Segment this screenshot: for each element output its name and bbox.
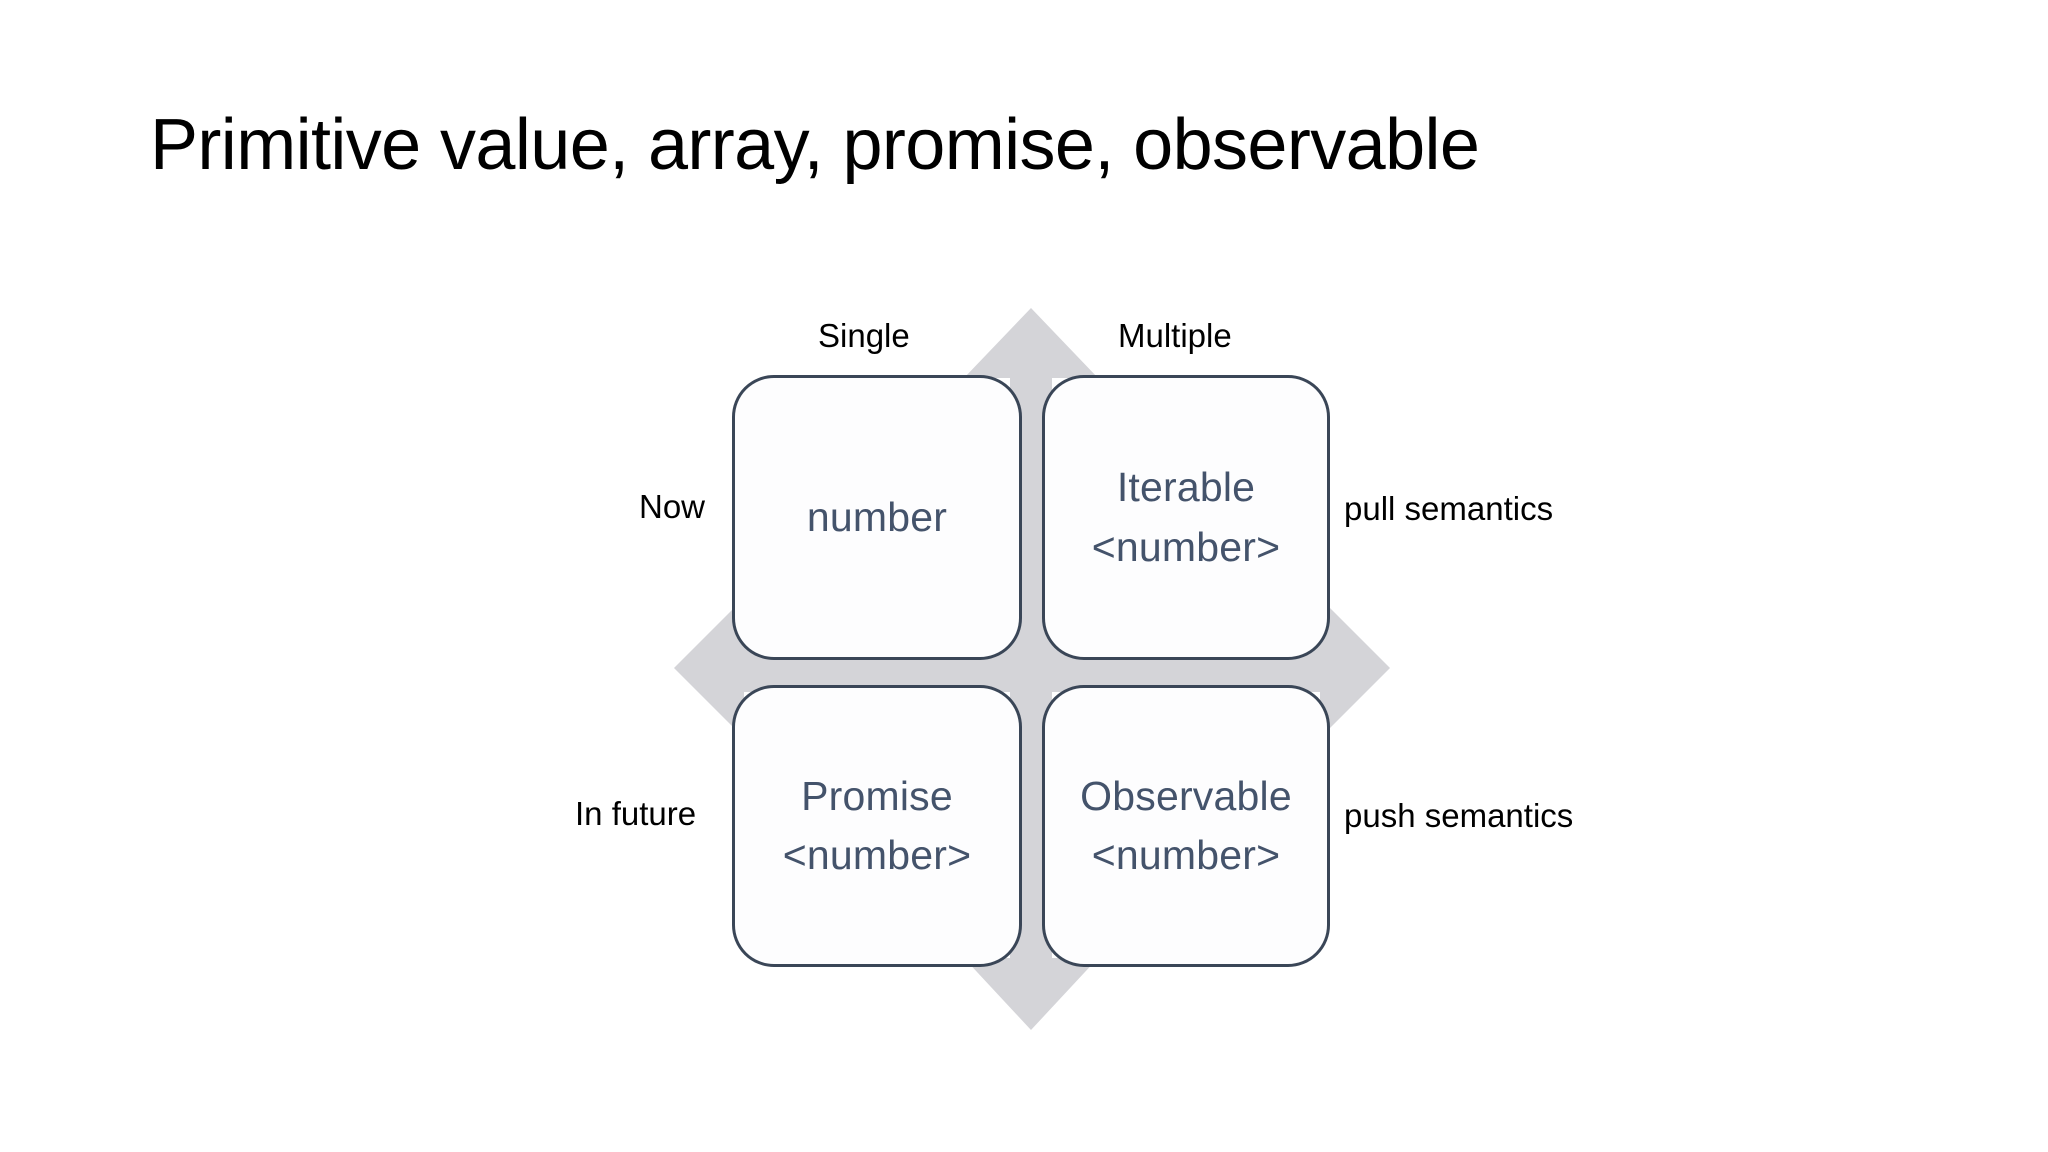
quadrant-cell-line: Promise xyxy=(801,772,953,819)
quadrant-cell-future-multiple[interactable]: Observable <number> xyxy=(1042,685,1330,967)
quadrant-cell-future-single[interactable]: Promise <number> xyxy=(732,685,1022,967)
quadrant-cell-now-single[interactable]: number xyxy=(732,375,1022,660)
quadrant-cell-line: <number> xyxy=(1091,832,1281,878)
annotation-pull-semantics: pull semantics xyxy=(1344,490,1554,527)
annotation-push-semantics: push semantics xyxy=(1344,797,1574,834)
page-title: Primitive value, array, promise, observa… xyxy=(150,105,1480,185)
axis-label-multiple: Multiple xyxy=(1118,317,1232,354)
axis-label-single: Single xyxy=(818,317,910,354)
quadrant-cell-line: Iterable xyxy=(1116,464,1256,511)
quadrant-cell-now-multiple[interactable]: Iterable <number> xyxy=(1042,375,1330,660)
quadrant-cell-line: number xyxy=(806,493,948,540)
axis-label-now: Now xyxy=(639,488,706,525)
axis-label-in-future: In future xyxy=(575,795,697,832)
quadrant-cell-line: Observable xyxy=(1080,772,1292,819)
quadrant-cell-line: <number> xyxy=(1091,523,1281,570)
quadrant-cell-line: <number> xyxy=(782,832,972,878)
